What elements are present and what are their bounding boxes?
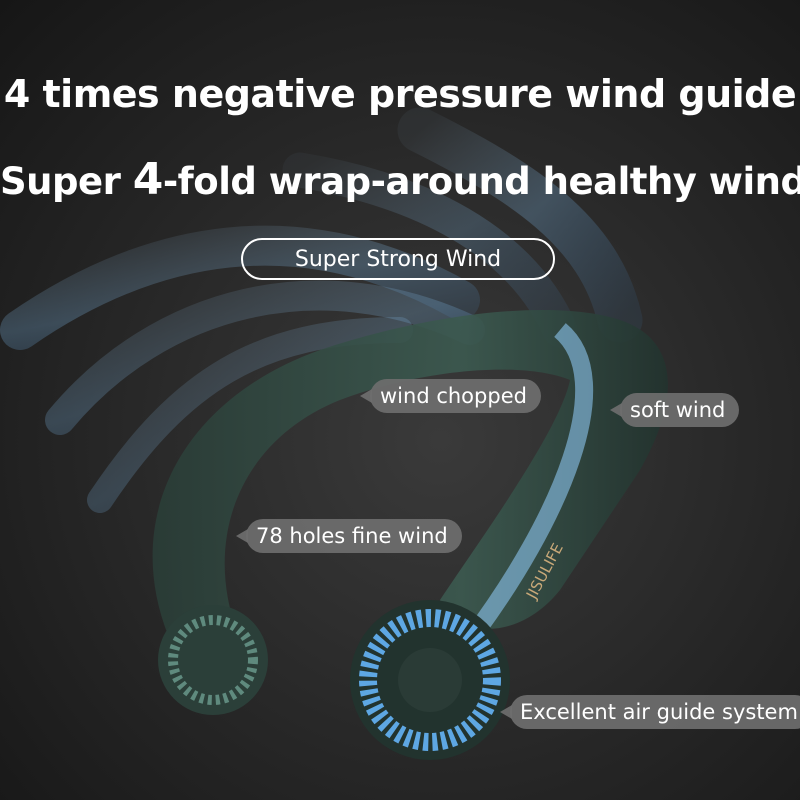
neck-fan: JISULIFE xyxy=(152,310,668,760)
headline-line2-prefix: Super xyxy=(0,160,133,203)
callout-78-holes: 78 holes fine wind xyxy=(236,519,462,553)
headline-line1: 4 times negative pressure wind guide xyxy=(3,72,797,116)
callout-air-guide-system: Excellent air guide system xyxy=(500,695,800,729)
headline-line2-suffix: -fold wrap-around healthy wind xyxy=(162,160,800,203)
super-strong-wind-badge: Super Strong Wind xyxy=(241,238,555,280)
headline-line2-number: 4 xyxy=(132,154,164,205)
headline-line2: Super 4-fold wrap-around healthy wind xyxy=(0,154,800,205)
wind-streams xyxy=(0,107,643,513)
callout-wind-chopped: wind chopped xyxy=(360,379,541,413)
callout-soft-wind: soft wind xyxy=(609,393,740,427)
